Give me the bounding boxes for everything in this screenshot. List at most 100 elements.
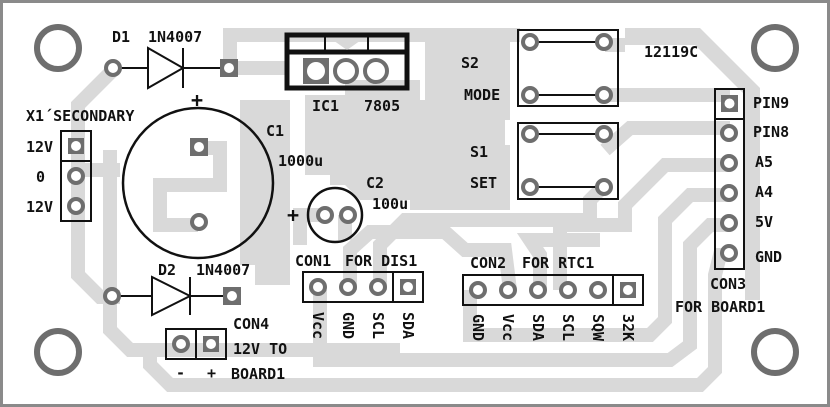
con3-pin-3-label: A5: [755, 153, 773, 171]
pad: [595, 33, 613, 51]
pad: [595, 178, 613, 196]
board-id-label: 12119C: [644, 43, 698, 61]
con3-pin-4-label: A4: [755, 183, 773, 201]
ic1-value: 7805: [364, 97, 400, 115]
pad: [339, 206, 357, 224]
pad: [595, 125, 613, 143]
mounting-hole: [751, 24, 799, 72]
mounting-hole: [34, 328, 82, 376]
pad: [67, 167, 85, 185]
mounting-hole: [34, 24, 82, 72]
c2-polarity: +: [287, 203, 299, 227]
regulator-ic1[interactable]: IC1 7805: [284, 32, 410, 115]
d1-ref: D1: [112, 28, 130, 46]
pad: [309, 278, 327, 296]
trace: [143, 248, 730, 392]
switch-s1[interactable]: S1 SET: [470, 122, 619, 200]
pad: [521, 125, 539, 143]
pad: [469, 281, 487, 299]
pad: [333, 58, 359, 84]
con4-pin-minus: -: [176, 364, 185, 382]
c2-value: 100u: [372, 195, 408, 213]
trace: [153, 141, 227, 232]
copper-pour: [625, 28, 760, 300]
pad: [720, 244, 738, 262]
con2-pin-5-label: SQW: [589, 314, 607, 342]
trace: [313, 218, 730, 367]
x1-pin-3-label: 12V: [26, 198, 53, 216]
pad: [589, 281, 607, 299]
capacitor-c2[interactable]: + C2 100u: [287, 174, 408, 244]
con3-pin-1-label: PIN9: [753, 94, 789, 112]
copper-pour: [240, 100, 290, 285]
pad: [595, 86, 613, 104]
con2-ref: CON2: [470, 254, 506, 272]
diode-symbol: [151, 275, 193, 317]
con3-pin-5-label: 5V: [755, 213, 773, 231]
diode-d2[interactable]: D2 1N4007: [103, 261, 250, 317]
pad: [316, 206, 334, 224]
con2-pin-2-label: Vcc: [499, 314, 517, 341]
pad: [521, 178, 539, 196]
trace: [463, 188, 730, 342]
connector-con4[interactable]: - + CON4 12V TO BOARD1: [165, 315, 287, 383]
d2-ref: D2: [158, 261, 176, 279]
d2-value: 1N4007: [196, 261, 250, 279]
c2-ref: C2: [366, 174, 384, 192]
s2-function: MODE: [464, 86, 500, 104]
con1-pin-2-label: GND: [339, 312, 357, 339]
switch-s2[interactable]: S2 MODE: [461, 29, 619, 107]
con4-desc-line2: BOARD1: [231, 365, 285, 383]
con1-desc: FOR DIS1: [345, 252, 417, 270]
pad: [720, 214, 738, 232]
pad: [720, 154, 738, 172]
ic1-ref: IC1: [312, 97, 339, 115]
x1-pin-2-label: 0: [36, 168, 45, 186]
c1-ref: C1: [266, 122, 284, 140]
connector-con1[interactable]: CON1 FOR DIS1 Vcc GND SCL SDA: [295, 252, 424, 339]
con2-pin-3-label: SDA: [529, 314, 547, 341]
trace: [343, 225, 517, 291]
pad: [720, 124, 738, 142]
con4-desc-line1: 12V TO: [233, 340, 287, 358]
x1-label: X1´SECONDARY: [26, 107, 134, 125]
connector-con3[interactable]: PIN9 PIN8 A5 A4 5V GND CON3 FOR BOARD1: [675, 88, 789, 316]
pad: [529, 281, 547, 299]
d1-value: 1N4007: [148, 28, 202, 46]
pad: [521, 33, 539, 51]
pad: [67, 197, 85, 215]
pad: [190, 213, 208, 231]
pad: [499, 281, 517, 299]
s1-ref: S1: [470, 143, 488, 161]
con1-pin-1-label: Vcc: [309, 312, 327, 339]
connector-con2[interactable]: CON2 FOR RTC1 GND Vcc SDA SCL SQW 32K: [462, 254, 644, 342]
s1-function: SET: [470, 174, 497, 192]
s2-ref: S2: [461, 54, 479, 72]
pad: [104, 59, 122, 77]
copper-pour: [410, 145, 510, 210]
con2-desc: FOR RTC1: [522, 254, 594, 272]
c1-polarity: +: [191, 88, 203, 112]
diode-d1[interactable]: D1 1N4007: [104, 28, 238, 90]
con4-ref: CON4: [233, 315, 269, 333]
con2-pin-6-label: 32K: [619, 314, 637, 341]
capacitor-c1[interactable]: + C1 1000u: [121, 88, 323, 260]
c1-value: 1000u: [278, 152, 323, 170]
pad: [369, 278, 387, 296]
con1-ref: CON1: [295, 252, 331, 270]
diode-symbol: [147, 46, 186, 90]
pad: [521, 86, 539, 104]
mounting-hole: [751, 328, 799, 376]
trace: [373, 180, 610, 290]
con2-pin-1-label: GND: [469, 314, 487, 341]
trace: [103, 150, 400, 357]
con3-pin-2-label: PIN8: [753, 123, 789, 141]
con3-ref: CON3: [710, 275, 746, 293]
pad: [363, 58, 389, 84]
x1-pin-1-label: 12V: [26, 138, 53, 156]
con4-pin-plus: +: [207, 364, 216, 382]
trace: [516, 233, 600, 290]
transformer-x1-connector[interactable]: X1´SECONDARY 12V 0 12V: [26, 107, 134, 222]
pad: [720, 184, 738, 202]
